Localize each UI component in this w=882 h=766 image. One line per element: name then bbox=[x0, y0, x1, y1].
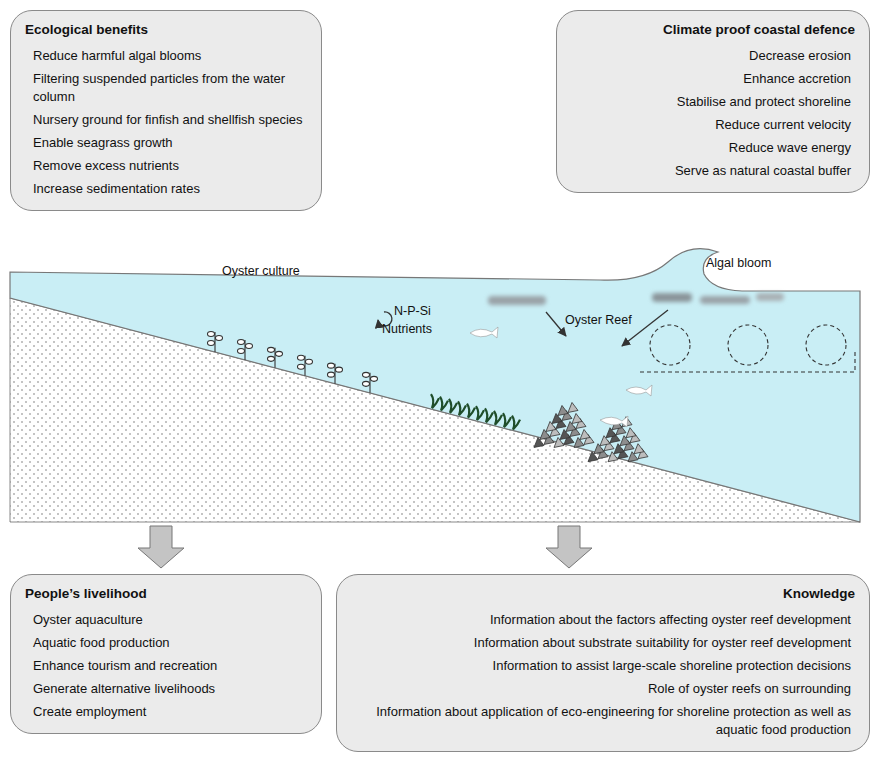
reef-shell bbox=[580, 429, 590, 439]
box-heading: People’s livelihood bbox=[25, 583, 307, 605]
culture-oyster bbox=[238, 339, 245, 344]
box-item: Enhance accretion bbox=[571, 67, 855, 90]
box-item: Create employment bbox=[25, 700, 307, 723]
culture-oyster bbox=[298, 355, 305, 360]
box-item: Role of oyster reefs on surrounding bbox=[351, 677, 855, 700]
seagrass-blade bbox=[512, 416, 520, 430]
dashed-circles bbox=[640, 325, 855, 372]
box-item: Decrease erosion bbox=[571, 44, 855, 67]
seagrass bbox=[431, 394, 520, 429]
down-arrow bbox=[138, 526, 184, 568]
culture-oyster bbox=[246, 343, 253, 348]
culture-oyster bbox=[268, 356, 275, 361]
box-item: Reduce wave energy bbox=[571, 136, 855, 159]
box-item: Increase sedimentation rates bbox=[25, 177, 307, 200]
algal-bloom bbox=[488, 293, 784, 305]
culture-oyster bbox=[276, 351, 283, 356]
box-item: Reduce harmful algal blooms bbox=[25, 44, 307, 67]
illustration-label: Nutrients bbox=[382, 322, 432, 336]
box-item: Information about application of eco-eng… bbox=[351, 700, 855, 741]
culture-oyster bbox=[363, 372, 370, 377]
culture-oyster bbox=[208, 341, 215, 346]
box-item: Generate alternative livelihoods bbox=[25, 677, 307, 700]
illustration-label: N-P-Si bbox=[394, 304, 431, 318]
seagrass-blade bbox=[494, 411, 502, 425]
box-item: Enable seagrass growth bbox=[25, 131, 307, 154]
culture-oyster bbox=[268, 347, 275, 352]
box-item: Enhance tourism and recreation bbox=[25, 654, 307, 677]
water-body bbox=[10, 249, 860, 522]
seagrass-blade bbox=[458, 401, 466, 415]
oyster-reef bbox=[534, 402, 648, 461]
box-item: Reduce current velocity bbox=[571, 113, 855, 136]
oyster-culture bbox=[208, 332, 378, 393]
box-heading: Climate proof coastal defence bbox=[571, 19, 855, 41]
reef-shell bbox=[572, 413, 582, 423]
culture-oyster bbox=[208, 332, 215, 337]
reef-shell bbox=[634, 444, 644, 454]
box-item: Information about the factors affecting … bbox=[351, 608, 855, 631]
box-item: Filtering suspended particles from the w… bbox=[25, 67, 307, 108]
box-item: Stabilise and protect shoreline bbox=[571, 90, 855, 113]
box-heading: Ecological benefits bbox=[25, 19, 307, 41]
culture-oyster bbox=[336, 367, 343, 372]
culture-oyster bbox=[363, 381, 370, 386]
seagrass-blade bbox=[503, 413, 511, 427]
illustration-label: Oyster culture bbox=[222, 264, 300, 278]
box-item: Remove excess nutrients bbox=[25, 154, 307, 177]
info-box: Climate proof coastal defenceDecrease er… bbox=[556, 10, 870, 193]
culture-oyster bbox=[371, 376, 378, 381]
box-item: Aquatic food production bbox=[25, 631, 307, 654]
culture-oyster bbox=[298, 364, 305, 369]
seagrass-blade bbox=[440, 397, 448, 411]
reef-shell bbox=[626, 428, 636, 438]
box-item: Oyster aquaculture bbox=[25, 608, 307, 631]
culture-oyster bbox=[238, 348, 245, 353]
culture-oyster bbox=[306, 359, 313, 364]
reef-shell bbox=[568, 402, 578, 412]
seagrass-blade bbox=[449, 399, 457, 413]
reef-shell bbox=[558, 405, 568, 415]
culture-oyster bbox=[328, 363, 335, 368]
seagrass-blade bbox=[476, 406, 484, 420]
box-heading: Knowledge bbox=[351, 583, 855, 605]
illustration-label: Algal bloom bbox=[706, 256, 771, 270]
down-arrow bbox=[546, 526, 592, 568]
seagrass-blade bbox=[467, 404, 475, 418]
box-item: Serve as natural coastal buffer bbox=[571, 159, 855, 182]
fish bbox=[470, 327, 652, 427]
illustration-label: Oyster Reef bbox=[565, 313, 632, 327]
info-box: Ecological benefitsReduce harmful algal … bbox=[10, 10, 322, 211]
box-item: Information to assist large-scale shorel… bbox=[351, 654, 855, 677]
info-box: KnowledgeInformation about the factors a… bbox=[336, 574, 870, 752]
box-item: Nursery ground for finfish and shellfish… bbox=[25, 108, 307, 131]
seagrass-blade bbox=[485, 408, 493, 422]
culture-oyster bbox=[216, 336, 223, 341]
box-item: Information about substrate suitability … bbox=[351, 631, 855, 654]
info-box: People’s livelihoodOyster aquacultureAqu… bbox=[10, 574, 322, 734]
bloom-arrow bbox=[546, 312, 566, 336]
seagrass-blade bbox=[431, 394, 439, 408]
culture-oyster bbox=[328, 372, 335, 377]
